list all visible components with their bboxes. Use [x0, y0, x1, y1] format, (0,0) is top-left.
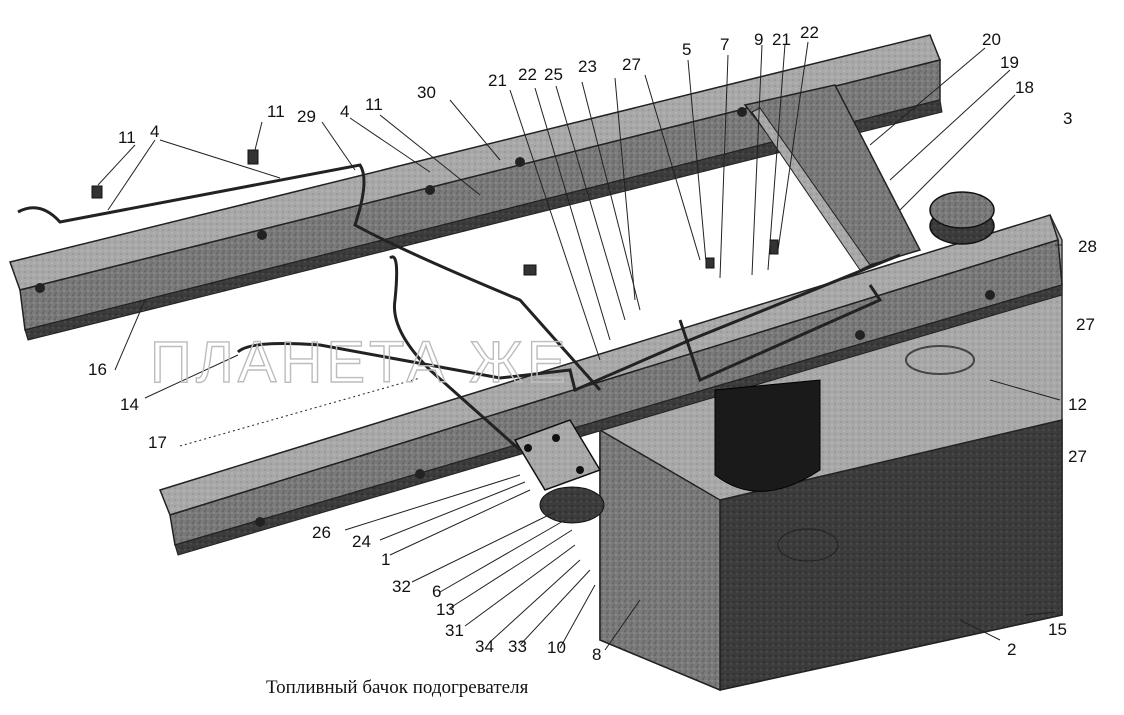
callout-c37: 31: [445, 621, 464, 640]
callout-c22: 28: [1078, 237, 1097, 256]
callout-c7: 30: [417, 83, 436, 102]
frame-rail-lower: [159, 214, 1063, 556]
callout-c11: 23: [578, 57, 597, 76]
callout-c26: 15: [1048, 620, 1067, 639]
callout-c5: 4: [340, 102, 349, 121]
callout-c28: 16: [88, 360, 107, 379]
callout-c36: 13: [436, 600, 455, 619]
callout-c41: 8: [592, 645, 601, 664]
callout-c20: 18: [1015, 78, 1034, 97]
callout-c24: 12: [1068, 395, 1087, 414]
callout-c16: 21: [772, 30, 791, 49]
callout-c23: 27: [1076, 315, 1095, 334]
callout-c19: 19: [1000, 53, 1019, 72]
callout-labels: 11 4 11 29 4 11 30 21 22 25 23 27 5 7 9 …: [88, 23, 1097, 664]
callout-c13: 5: [682, 40, 691, 59]
callout-c15: 9: [754, 30, 763, 49]
callout-c30: 17: [148, 433, 167, 452]
callout-c39: 33: [508, 637, 527, 656]
callout-c25: 27: [1068, 447, 1087, 466]
callout-c18: 20: [982, 30, 1001, 49]
callout-c33: 1: [381, 550, 390, 569]
callout-c8: 21: [488, 71, 507, 90]
callout-c21: 3: [1063, 109, 1072, 128]
cross-member: [743, 84, 922, 271]
callout-c38: 34: [475, 637, 494, 656]
callout-c17: 22: [800, 23, 819, 42]
fuel-pipes: [17, 163, 901, 452]
callout-c32: 24: [352, 532, 371, 551]
leader-lines: [97, 41, 1062, 651]
callout-c3: 11: [267, 102, 285, 121]
diagram-caption: Топливный бачок подогревателя: [266, 677, 529, 698]
callout-c31: 26: [312, 523, 331, 542]
callout-c40: 10: [547, 638, 566, 657]
callout-c35: 6: [432, 582, 441, 601]
callout-c4: 29: [297, 107, 316, 126]
watermark: ПЛАНЕТА ЖЕ: [150, 330, 570, 395]
tank-neck: [714, 379, 821, 492]
callout-c2: 4: [150, 122, 159, 141]
fuel-tank: [599, 214, 1063, 692]
callout-c27: 2: [1007, 640, 1016, 659]
tank-filler-cap: [929, 191, 995, 245]
callout-c34: 32: [392, 577, 411, 596]
fuel-pump: [513, 419, 605, 524]
pipe-clamps: [91, 149, 779, 276]
callout-c29: 14: [120, 395, 139, 414]
callout-c12: 27: [622, 55, 641, 74]
callout-c14: 7: [720, 35, 729, 54]
callout-c9: 22: [518, 65, 537, 84]
callout-c10: 25: [544, 65, 563, 84]
callout-c6: 11: [365, 95, 383, 114]
callout-c1: 11: [118, 128, 136, 147]
